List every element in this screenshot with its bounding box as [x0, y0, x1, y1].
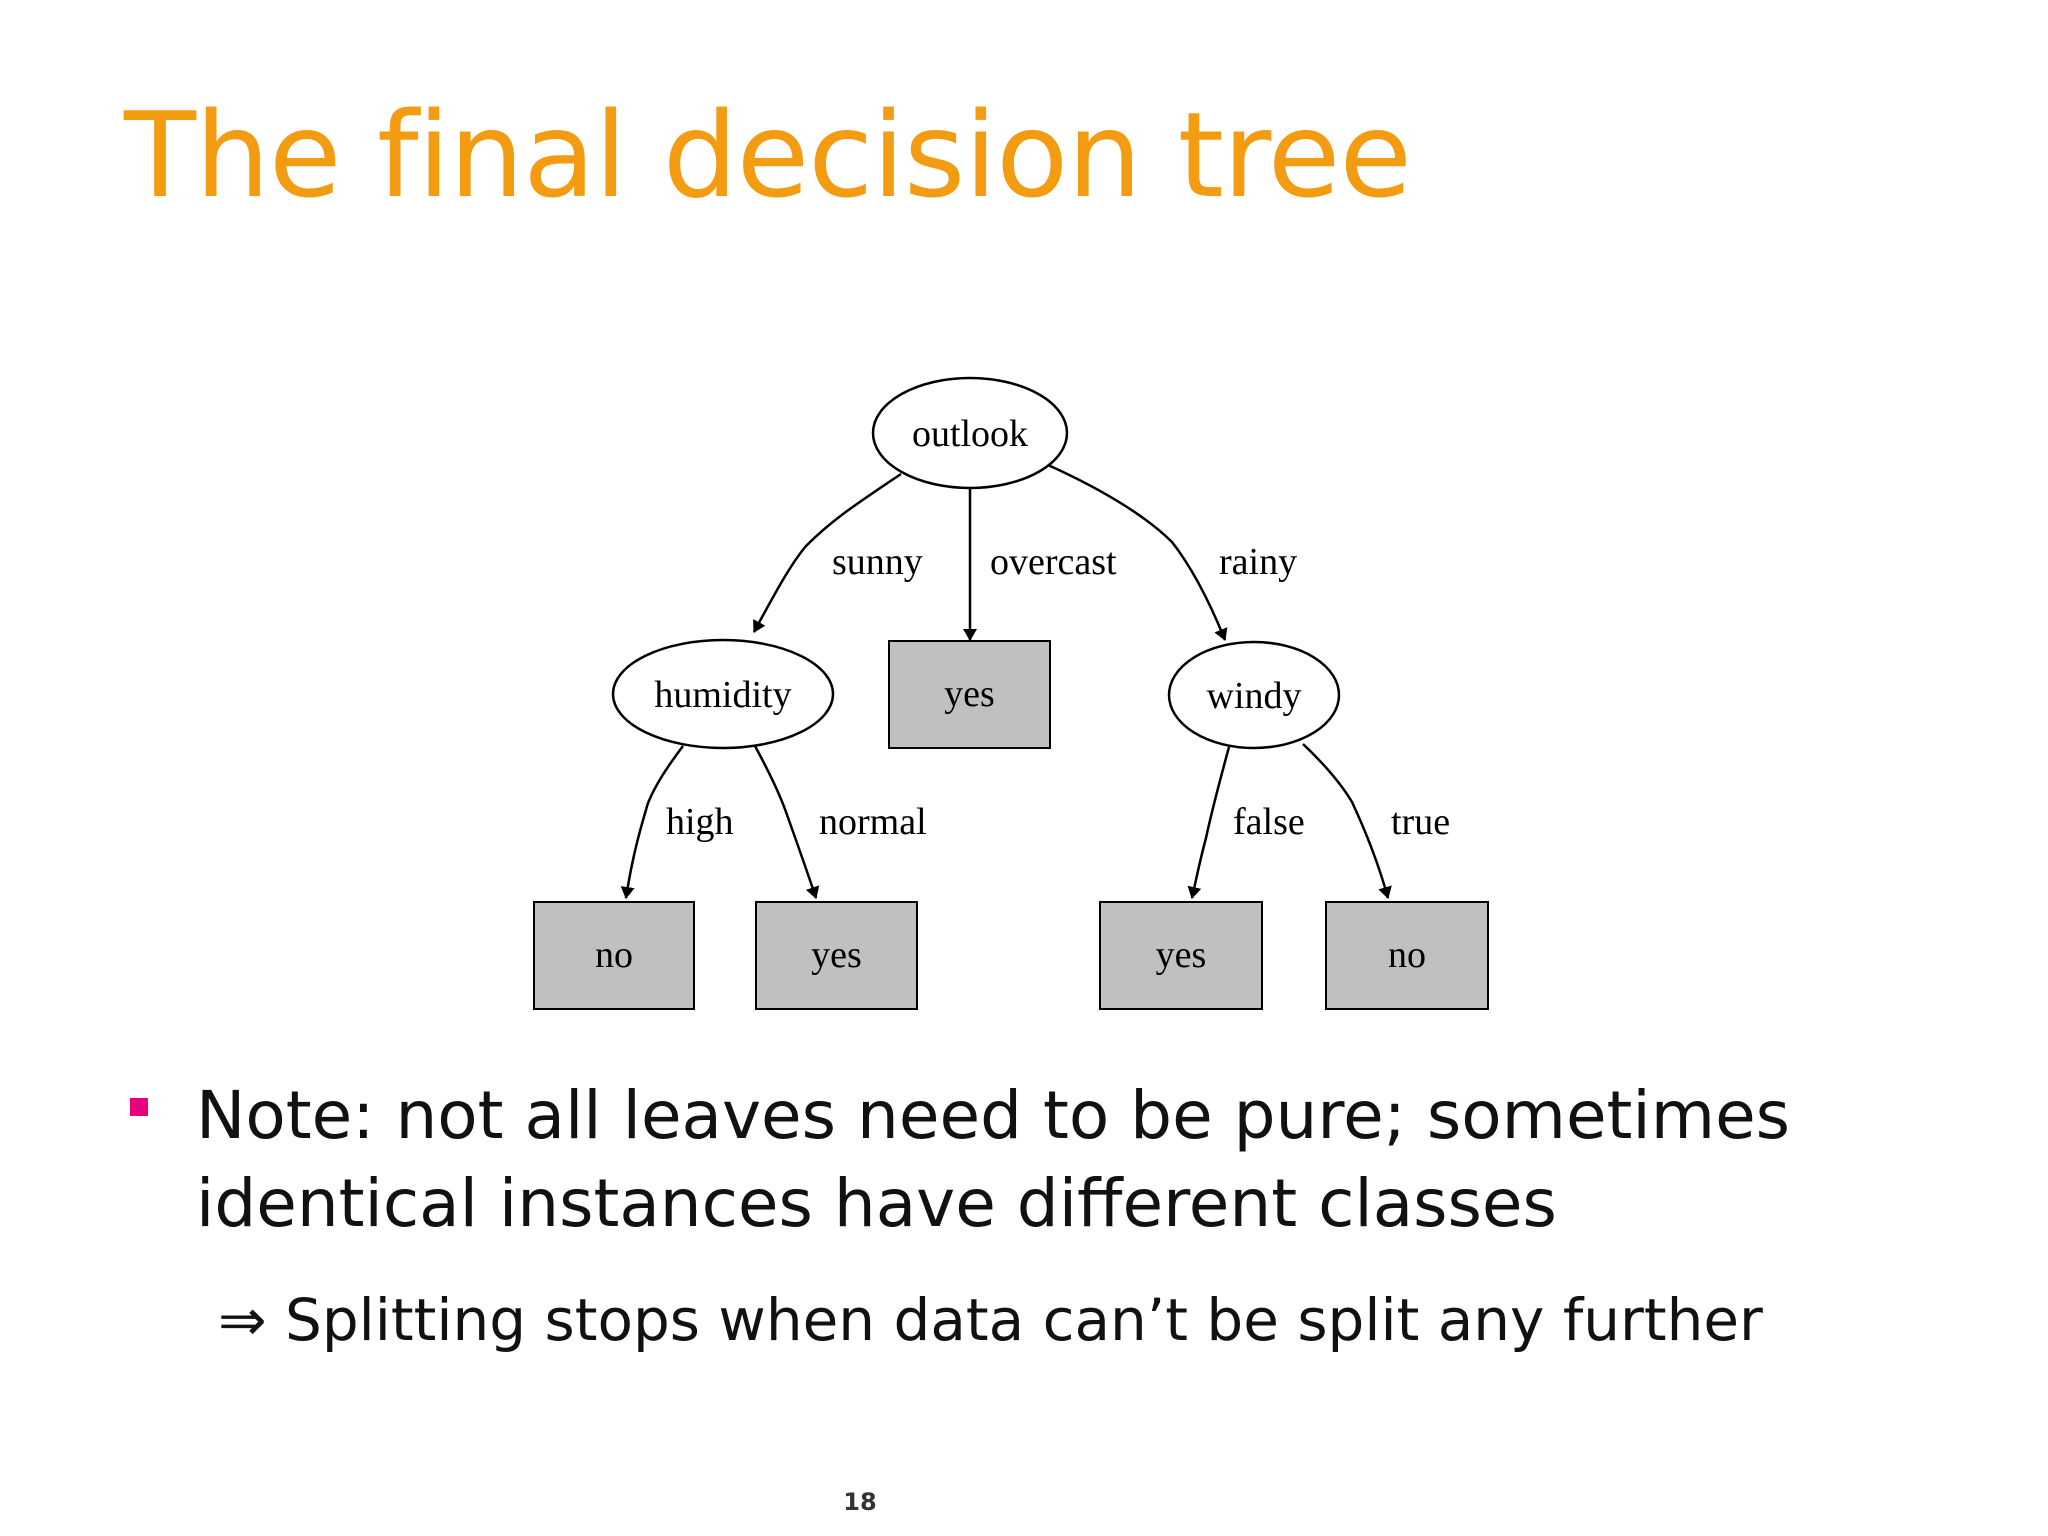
edge-false — [1187, 746, 1231, 899]
edge-normal — [753, 745, 820, 899]
slide-title: The final decision tree — [124, 86, 1412, 224]
edge-rainy — [1047, 463, 1228, 641]
edge-label-overcast: overcast — [990, 541, 1117, 583]
node-humidity: humidity — [611, 638, 835, 750]
edge-true — [1302, 743, 1392, 899]
edge-label-true: true — [1391, 801, 1450, 843]
leaf-high: no — [533, 901, 695, 1010]
leaf-false-label: yes — [1156, 934, 1207, 976]
bullet-marker — [130, 1098, 148, 1116]
node-outlook: outlook — [871, 376, 1069, 490]
leaf-overcast: yes — [888, 640, 1051, 749]
leaf-false: yes — [1099, 901, 1263, 1010]
page-number: 18 — [843, 1488, 877, 1516]
node-humidity-label: humidity — [654, 674, 791, 716]
edge-high — [620, 745, 685, 899]
leaf-true: no — [1325, 901, 1489, 1010]
edge-label-normal: normal — [819, 801, 927, 843]
node-windy: windy — [1167, 640, 1341, 750]
node-outlook-label: outlook — [912, 413, 1028, 455]
leaf-high-label: no — [595, 934, 633, 976]
leaf-normal: yes — [755, 901, 918, 1010]
leaf-normal-label: yes — [811, 934, 862, 976]
leaf-overcast-label: yes — [944, 673, 995, 715]
edge-label-rainy: rainy — [1219, 541, 1297, 583]
edge-label-high: high — [666, 801, 734, 843]
edge-label-sunny: sunny — [832, 541, 923, 583]
edge-sunny — [752, 472, 902, 633]
edge-label-false: false — [1233, 801, 1305, 843]
sub-bullet-text: ⇒ Splitting stops when data can’t be spl… — [218, 1286, 1763, 1354]
node-windy-label: windy — [1207, 675, 1302, 717]
bullet-text: Note: not all leaves need to be pure; so… — [196, 1077, 1791, 1242]
leaf-true-label: no — [1388, 934, 1426, 976]
